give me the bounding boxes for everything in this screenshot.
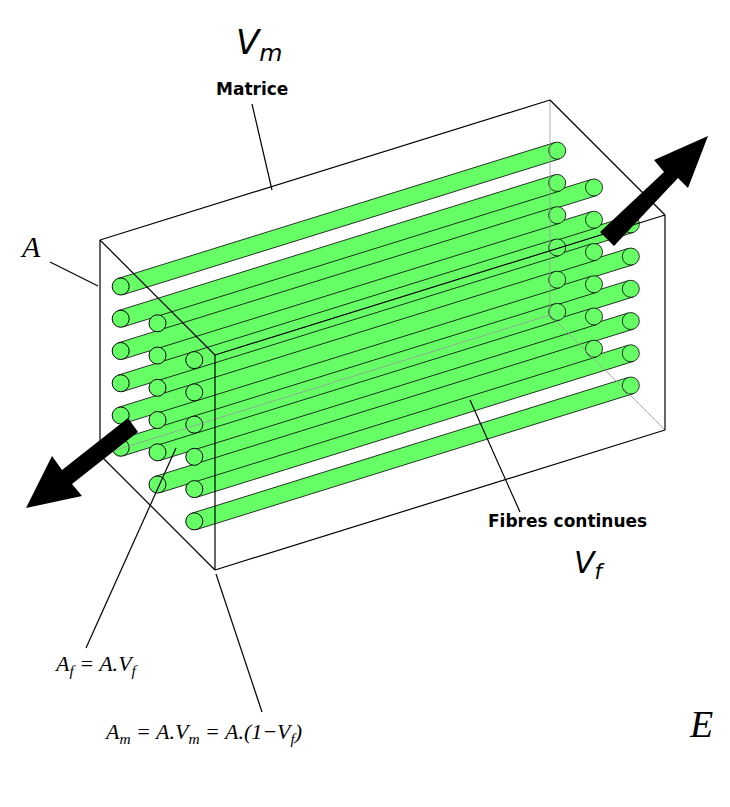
fiber-section [112,278,129,295]
fiber-body [192,345,634,497]
fiber-end [549,239,566,256]
fiber-section [112,310,129,327]
area-formula: Af = A.Vf [56,652,136,676]
fiber-edge [197,361,634,497]
block-edge [664,215,665,430]
fiber-section [186,513,203,530]
load-arrows [26,136,708,508]
fiber-end [622,345,639,362]
hidden-edge [550,315,665,430]
part-name: Fibres continues [488,512,647,531]
leader-line [252,104,272,190]
leader-line [470,400,520,512]
part-name: Matrice [216,80,288,99]
fiber-end [586,340,603,357]
fiber-body [192,377,634,529]
fiber-edge [197,394,634,530]
fiber-end [549,271,566,288]
fiber-end [549,207,566,224]
modulus-symbol: E [690,704,713,746]
block-edge [99,240,100,455]
fiber-end [549,142,566,159]
leader-line [216,574,262,712]
leader-line [50,262,98,286]
fiber-end [586,211,603,228]
hidden-edge [550,100,551,315]
matrix-block [100,100,665,570]
fiber-section [186,352,203,369]
fiber-end [586,276,603,293]
leader-lines [50,104,520,712]
fiber-section [149,347,166,364]
block-edge [100,455,215,570]
fiber-section [149,379,166,396]
fiber-end [622,248,639,265]
fiber-end [586,308,603,325]
fiber-end [586,179,603,196]
fiber-section [186,416,203,433]
area-symbol: A [22,230,40,263]
hidden-edge [100,315,550,455]
load-arrow [600,136,708,246]
fiber-section [149,444,166,461]
area-formula: Am = A.Vm = A.(1−Vf) [106,720,302,744]
volume-fraction: Vm [236,24,282,61]
fiber-section [112,343,129,360]
fiber-end [622,313,639,330]
fiber-end [549,303,566,320]
fiber-edge [192,377,629,513]
fiber-end [622,377,639,394]
leader-line [86,448,176,648]
block-edge [100,100,550,240]
fiber-end [549,174,566,191]
block-edge [100,240,215,355]
fiber-section [186,481,203,498]
fiber-end [622,280,639,297]
fiber-end [586,244,603,261]
fiber-section [186,384,203,401]
volume-fraction: Vf [574,546,602,579]
fiber-bundle [112,142,639,530]
load-arrow [26,418,138,508]
block-edge [215,430,665,570]
fiber-edge [155,341,592,477]
fiber-section [112,375,129,392]
fiber-section [149,412,166,429]
fiber-body [192,313,634,465]
fiber-section [149,315,166,332]
block-edge [215,215,665,355]
block-edge [214,355,215,570]
fiber-section [186,448,203,465]
